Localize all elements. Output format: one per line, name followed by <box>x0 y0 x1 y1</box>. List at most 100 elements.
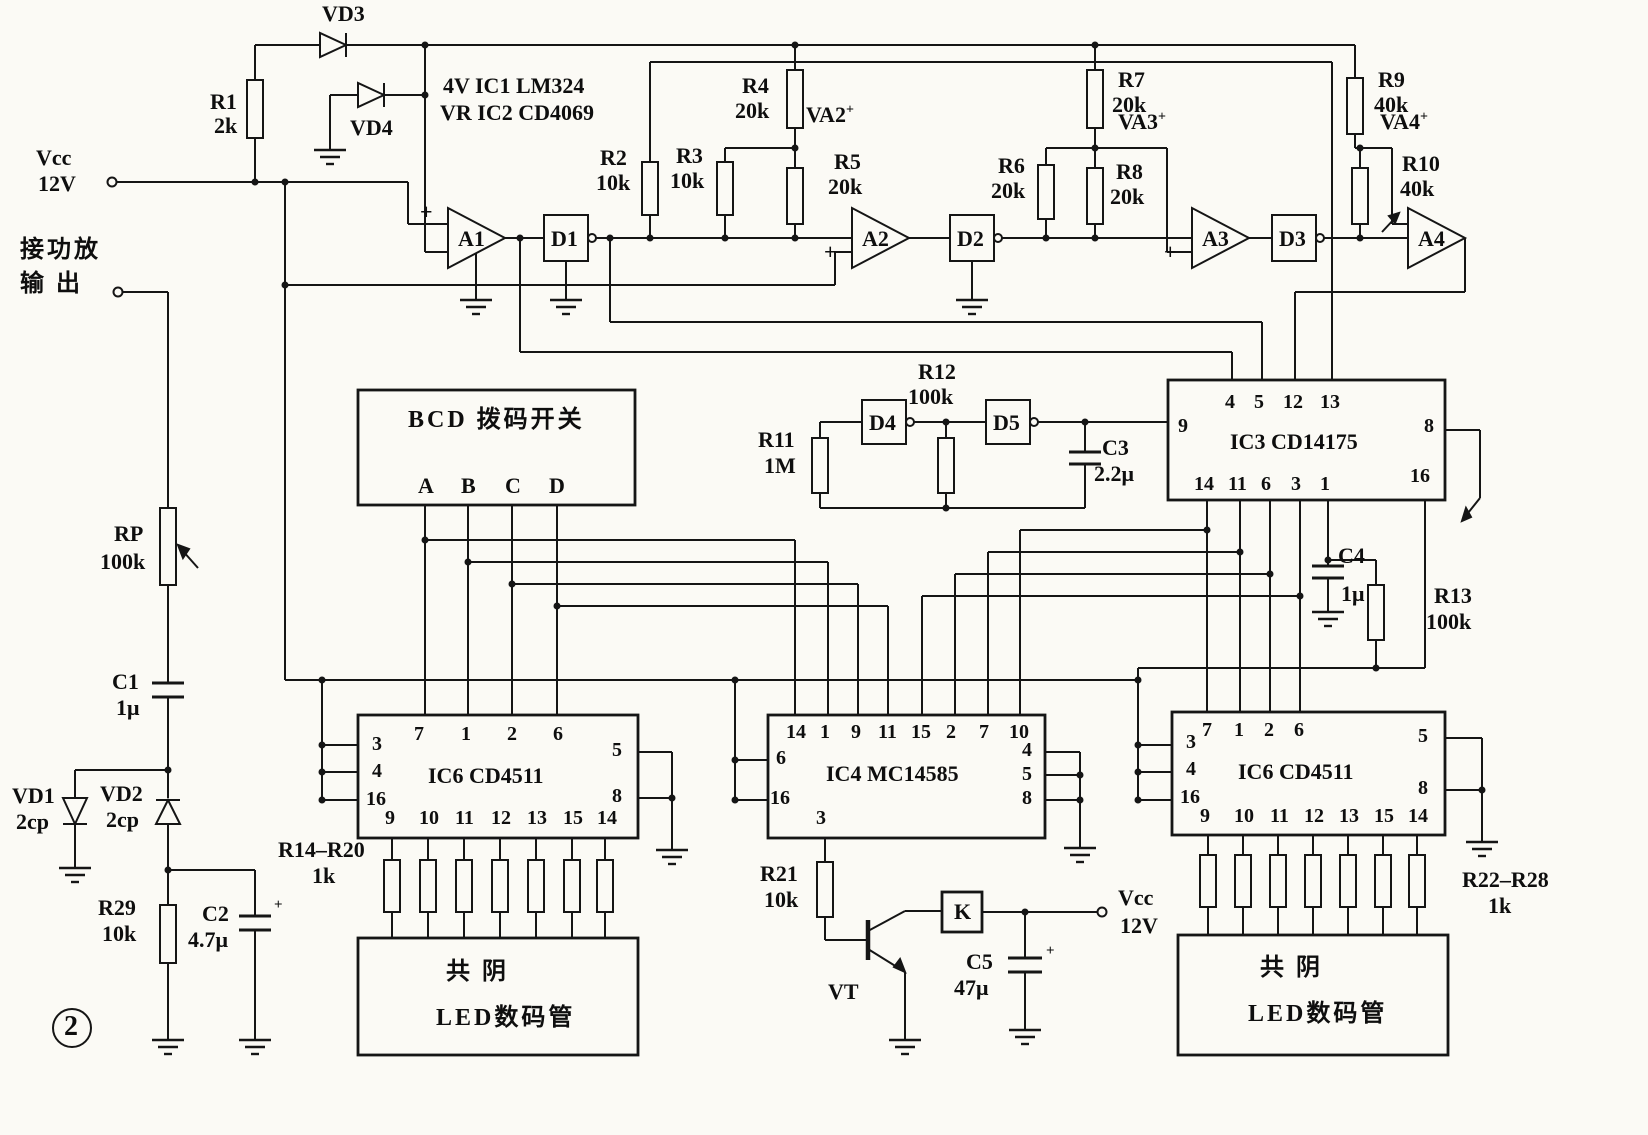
ic6-right-pin-3: 3 <box>1186 731 1196 753</box>
diode-vd1-value: 2cp <box>16 809 49 834</box>
ic6-right-pin-1: 1 <box>1234 719 1244 741</box>
ic6-right-pin-14: 14 <box>1408 805 1428 827</box>
resistor-r4 <box>786 69 804 129</box>
ic6-right-pin-2: 2 <box>1264 719 1274 741</box>
resistor-r5-label: R5 <box>834 149 861 174</box>
amp-input-label-2: 输 出 <box>20 271 83 297</box>
resistor-r4-value: 20k <box>735 98 770 123</box>
node-va4-label: VA4+ <box>1380 109 1428 134</box>
resistor-r3-value: 10k <box>670 168 705 193</box>
ic6-right-pin-7: 7 <box>1202 719 1212 741</box>
amp-input-label-1: 接功放 <box>20 237 101 263</box>
vcc-top-terminal <box>106 176 118 188</box>
ic6-right-pin-8: 8 <box>1418 777 1428 799</box>
capacitor-c5-label: C5 <box>966 949 993 974</box>
resistor-r10-value: 40k <box>1400 176 1435 201</box>
ic4-pin-2: 2 <box>946 721 956 743</box>
ic4-pin-11: 11 <box>878 721 897 743</box>
ic6-right-pin-6: 6 <box>1294 719 1304 741</box>
wires-left-chain <box>74 291 256 1040</box>
resistor-r14-r20-value: 1k <box>312 863 336 888</box>
resistor-r10 <box>1351 167 1369 225</box>
resistor-r6-label: R6 <box>998 153 1025 178</box>
resistor-r29-value: 10k <box>102 921 137 946</box>
gate-d3-bubble <box>1315 233 1325 243</box>
resistor-r29 <box>159 904 177 964</box>
resistor-r6-value: 20k <box>991 178 1026 203</box>
ic4-pin-10: 10 <box>1009 721 1029 743</box>
ic6-left-pin-1: 1 <box>461 723 471 745</box>
wires-bottom-section <box>391 835 1418 1040</box>
vcc-bottom-label: Vcc <box>1118 885 1154 910</box>
ic3-pin-13: 13 <box>1320 391 1340 413</box>
opamp-a2 <box>851 206 912 270</box>
resistor-r24 <box>1269 854 1287 908</box>
ic3-pin-16: 16 <box>1410 465 1430 487</box>
resistor-r4-label: R4 <box>742 73 769 98</box>
resistor-r7-value: 20k <box>1112 92 1147 117</box>
capacitor-c3-label: C3 <box>1102 435 1129 460</box>
diode-vd1-icon <box>61 797 89 827</box>
a4-input-arrowhead <box>1387 211 1401 225</box>
capacitor-c4-value: 1μ <box>1341 581 1365 606</box>
resistor-r7 <box>1086 69 1104 129</box>
ic6-left-pin-3: 3 <box>372 733 382 755</box>
ic6-right-pin-5: 5 <box>1418 725 1428 747</box>
ic6-right-pin-9: 9 <box>1200 805 1210 827</box>
ic6-left-pin-13: 13 <box>527 807 547 829</box>
ic6-left-pin-5: 5 <box>612 739 622 761</box>
capacitor-c3-value: 2.2μ <box>1094 461 1134 486</box>
capacitor-c4-label: C4 <box>1338 543 1365 568</box>
resistor-r1-label: R1 <box>210 89 237 114</box>
ic6-left-pin-10: 10 <box>419 807 439 829</box>
resistor-r13-value: 100k <box>1426 609 1472 634</box>
opamp-a1 <box>447 206 508 270</box>
led-display-left-line1: 共 阴 <box>446 959 509 985</box>
resistor-r8 <box>1086 167 1104 225</box>
note-ic1: 4V IC1 LM324 <box>443 73 585 98</box>
ic4-pin-6: 6 <box>776 747 786 769</box>
gate-d5-bubble <box>1029 417 1039 427</box>
relay-k-box <box>940 890 984 934</box>
ic3-pin8-arrowhead <box>1460 505 1473 523</box>
resistor-r8-value: 20k <box>1110 184 1145 209</box>
resistor-r14 <box>383 859 401 913</box>
ic6-left-pin-16: 16 <box>366 788 386 810</box>
resistor-r18 <box>527 859 545 913</box>
opamp-a2-plus: + <box>824 239 837 264</box>
capacitor-plates <box>152 450 1344 974</box>
resistor-r22-r28-label: R22–R28 <box>1462 867 1549 892</box>
resistor-r7-label: R7 <box>1118 67 1145 92</box>
resistor-r9-label: R9 <box>1378 67 1405 92</box>
ic4-label: IC4 MC14585 <box>826 761 959 786</box>
figure-number: 2 <box>64 1011 78 1042</box>
ic6-left-pin-8: 8 <box>612 785 622 807</box>
relay-k-label: K <box>954 899 972 924</box>
diode-vd2-label: VD2 <box>100 781 143 806</box>
resistor-r9-value: 40k <box>1374 92 1409 117</box>
ic4-pin-1: 1 <box>820 721 830 743</box>
ic4-pin-14: 14 <box>786 721 806 743</box>
resistor-r5-value: 20k <box>828 174 863 199</box>
rp-wiper-arrowhead <box>176 543 191 561</box>
opamp-a4 <box>1407 206 1468 270</box>
gate-d1-label: D1 <box>551 226 578 251</box>
ic4-box <box>766 713 1047 840</box>
bcd-output-a: A <box>418 473 434 498</box>
ic4-pin-9: 9 <box>851 721 861 743</box>
bcd-switch-box <box>356 388 637 507</box>
gate-d1-bubble <box>587 233 597 243</box>
potentiometer-rp-label: RP <box>114 521 144 546</box>
diode-vd2-icon <box>154 797 182 825</box>
bcd-output-c: C <box>505 473 521 498</box>
resistor-r1 <box>246 79 264 139</box>
gate-d4-bubble <box>905 417 915 427</box>
vcc-top-value: 12V <box>38 171 76 196</box>
led-display-right-line1: 共 阴 <box>1260 955 1323 981</box>
ic6-right-pin-12: 12 <box>1304 805 1324 827</box>
resistor-r6 <box>1037 164 1055 220</box>
resistor-r2-label: R2 <box>600 145 627 170</box>
resistor-r22 <box>1199 854 1217 908</box>
capacitor-c1-label: C1 <box>112 669 139 694</box>
bcd-output-b: B <box>461 473 476 498</box>
